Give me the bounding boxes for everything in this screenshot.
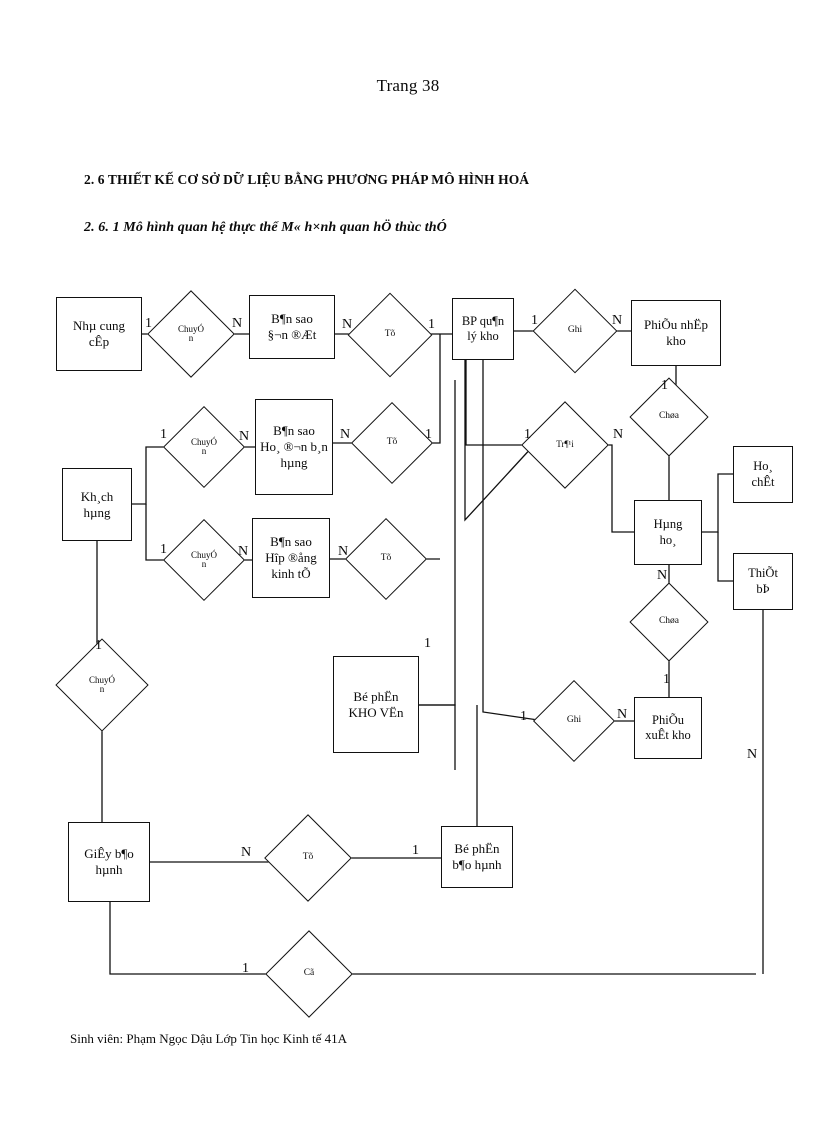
connector-line [702, 473, 733, 533]
cardinality-label: N [239, 429, 250, 444]
relationship-tu-1: Tõ [347, 292, 433, 378]
relationship-label: ChuyÓ n [190, 549, 217, 569]
entity-khach-hang: Kh¸ch hµng [62, 468, 132, 541]
relationship-chuyen-1: ChuyÓ n [147, 290, 235, 378]
relationship-label: Cã [303, 968, 315, 979]
relationship-chua-1: Chøa [629, 377, 709, 457]
entity-label: Ho¸ chÊt [751, 459, 775, 489]
entity-ban-sao-hd-kt: B¶n sao Hîp ®ång kinh tÕ [252, 518, 330, 598]
cardinality-label: N [241, 845, 252, 860]
connector-line [109, 902, 278, 975]
cardinality-label: 1 [428, 317, 435, 332]
entity-label: Bé phËn b¶o hµnh [452, 841, 502, 872]
entity-hang-chat: Ho¸ chÊt [733, 446, 793, 503]
relationship-co: Cã [265, 930, 353, 1018]
relationship-ghi-1: Ghi [532, 288, 618, 374]
entity-bp-quan-ly-kho: BP qu¶n lý kho [452, 298, 514, 360]
cardinality-label: 1 [145, 316, 152, 331]
cardinality-label: 1 [160, 427, 167, 442]
cardinality-label: N [238, 544, 249, 559]
relationship-label: Chøa [658, 616, 680, 627]
entity-label: Hµng ho¸ [653, 517, 683, 547]
entity-label: Nhµ cung cÊp [73, 318, 125, 349]
entity-label: B¶n sao Ho¸ ®¬n b¸n hµng [260, 423, 328, 470]
relationship-label: ChuyÓ n [88, 674, 115, 694]
entity-label: B¶n sao Hîp ®ång kinh tÕ [265, 534, 317, 581]
entity-label: ThiÕt bÞ [748, 566, 778, 596]
relationship-chua-2: Chøa [629, 582, 709, 662]
cardinality-label: 1 [531, 313, 538, 328]
cardinality-label: N [342, 317, 353, 332]
connector-line [464, 360, 535, 522]
cardinality-label: 1 [424, 636, 431, 651]
relationship-label: Tr¶¹i [556, 439, 574, 450]
cardinality-label: 1 [661, 378, 668, 393]
relationship-label: ChuyÓ n [190, 436, 217, 456]
entity-label: B¶n sao §¬n ®Æt [267, 311, 317, 342]
entity-hang-hoa: Hµng ho¸ [634, 500, 702, 565]
entity-phieu-nhap-kho: PhiÕu nhËp kho [631, 300, 721, 366]
relationship-tu-2: Tõ [350, 401, 434, 485]
cardinality-label: 1 [520, 709, 527, 724]
cardinality-label: 1 [242, 961, 249, 976]
entity-ban-sao-don-dat: B¶n sao §¬n ®Æt [249, 295, 335, 359]
connector-line [465, 360, 534, 446]
cardinality-label: 1 [425, 427, 432, 442]
relationship-chuyen-4: ChuyÓ n [55, 638, 149, 732]
entity-bo-phan-bao-hanh: Bé phËn b¶o hµnh [441, 826, 513, 888]
connector-line [419, 704, 456, 770]
entity-label: Kh¸ch hµng [80, 488, 114, 520]
entity-giay-bao-hanh: GiÊy b¶o hµnh [68, 822, 150, 902]
connector-line [717, 532, 733, 582]
entity-bo-phan-kho-van: Bé phËn KHO VËn [333, 656, 419, 753]
relationship-label: Tõ [384, 329, 396, 340]
cardinality-label: N [657, 568, 668, 583]
cardinality-label: N [747, 747, 758, 762]
cardinality-label: N [338, 544, 349, 559]
relationship-tu-4: Tõ [264, 814, 352, 902]
cardinality-label: N [612, 313, 623, 328]
relationship-label: Tõ [380, 553, 392, 564]
entity-label: Bé phËn KHO VËn [348, 688, 404, 720]
entity-thiet-bi: ThiÕt bÞ [733, 553, 793, 610]
relationship-label: Chøa [658, 411, 680, 422]
relationship-label: Tõ [302, 852, 314, 863]
cardinality-label: 1 [160, 542, 167, 557]
relationship-label: ChuyÓ n [177, 323, 204, 343]
cardinality-label: 1 [663, 672, 670, 687]
connector-line [132, 446, 175, 505]
section-heading-2-6: 2. 6 THIẾT KẾ CƠ SỞ DỮ LIỆU BẰNG PHƯƠNG … [84, 172, 530, 187]
cardinality-label: N [232, 316, 243, 331]
page-number: Trang 38 [376, 76, 440, 95]
relationship-tu-3: Tõ [344, 517, 428, 601]
cardinality-label: 1 [524, 427, 531, 442]
footer-student-note: Sinh viên: Phạm Ngọc Dậu Lớp Tin học Kin… [70, 1031, 347, 1046]
entity-label: PhiÕu nhËp kho [644, 317, 708, 348]
cardinality-label: N [613, 427, 624, 442]
entity-label: PhiÕu xuÊt kho [645, 712, 691, 742]
connector-line [596, 444, 634, 533]
entity-phieu-xuat-kho: PhiÕu xuÊt kho [634, 697, 702, 759]
cardinality-label: 1 [95, 638, 102, 653]
relationship-chuyen-2: ChuyÓ n [162, 405, 246, 489]
cardinality-label: N [617, 707, 628, 722]
section-heading-2-6-1: 2. 6. 1 Mô hình quan hệ thực thể M« h×nh… [84, 220, 447, 235]
entity-ban-sao-hoa-don: B¶n sao Ho¸ ®¬n b¸n hµng [255, 399, 333, 495]
cardinality-label: 1 [412, 843, 419, 858]
entity-label: GiÊy b¶o hµnh [84, 846, 134, 877]
entity-nha-cung-cap: Nhµ cung cÊp [56, 297, 142, 371]
connector-line [482, 360, 546, 722]
relationship-ghi-2: Ghi [532, 679, 616, 763]
relationship-chuyen-3: ChuyÓ n [162, 518, 246, 602]
entity-label: BP qu¶n lý kho [461, 313, 505, 343]
relationship-label: Ghi [567, 325, 583, 336]
relationship-tra-lai: Tr¶¹i [521, 401, 609, 489]
relationship-label: Tõ [386, 437, 398, 448]
relationship-label: Ghi [566, 715, 582, 726]
cardinality-label: N [340, 427, 351, 442]
